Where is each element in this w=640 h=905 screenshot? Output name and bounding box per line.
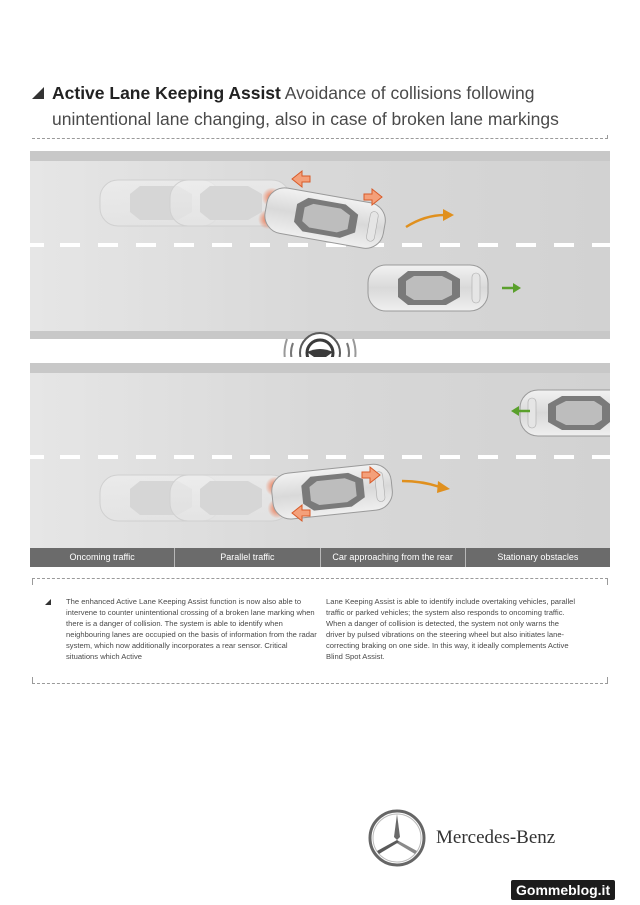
warning-arrow-lower-front bbox=[361, 465, 381, 485]
triangle-marker-icon bbox=[32, 87, 44, 99]
orange-trajectory-upper bbox=[405, 213, 446, 229]
orange-trajectory-lower bbox=[401, 479, 441, 489]
upper-road bbox=[30, 145, 610, 345]
brand-name: Mercedes-Benz bbox=[436, 827, 556, 848]
caption-rear: Car approaching from the rear bbox=[319, 548, 465, 567]
title-line-1: Active Lane Keeping Assist Avoidance of … bbox=[32, 80, 612, 106]
warning-arrow-upper-rear bbox=[291, 169, 311, 189]
upper-lane-marking bbox=[30, 243, 610, 247]
title-block: Active Lane Keeping Assist Avoidance of … bbox=[32, 80, 612, 132]
title-line-2: unintentional lane changing, also in cas… bbox=[52, 109, 559, 129]
title-divider bbox=[32, 135, 608, 139]
caption-stationary: Stationary obstacles bbox=[464, 548, 610, 567]
triangle-marker-icon bbox=[45, 599, 51, 605]
info-box: The enhanced Active Lane Keeping Assist … bbox=[32, 578, 608, 684]
body-left-column: The enhanced Active Lane Keeping Assist … bbox=[66, 597, 317, 661]
steering-wheel-vibration-icon bbox=[283, 332, 357, 374]
caption-parallel: Parallel traffic bbox=[174, 548, 319, 567]
lane-keeping-diagram bbox=[30, 145, 610, 550]
body-right-column: Lane Keeping Assist is able to identify … bbox=[326, 597, 576, 661]
warning-arrow-upper-front bbox=[363, 187, 383, 207]
title-rest: Avoidance of collisions following bbox=[284, 83, 535, 103]
warning-arrow-lower-rear bbox=[291, 503, 311, 523]
caption-oncoming: Oncoming traffic bbox=[69, 552, 135, 562]
caption-bar: Oncoming traffic Parallel traffic Car ap… bbox=[30, 548, 610, 567]
lower-lane-marking bbox=[30, 455, 610, 459]
title-bold: Active Lane Keeping Assist bbox=[52, 83, 281, 103]
watermark: Gommeblog.it bbox=[511, 880, 616, 900]
mercedes-star-icon bbox=[368, 809, 426, 867]
